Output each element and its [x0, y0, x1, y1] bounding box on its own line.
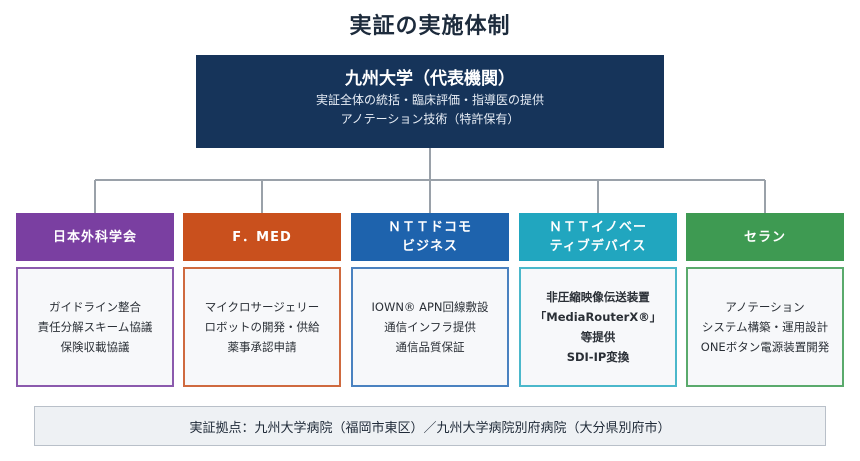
partner-name-line: セラン: [743, 229, 786, 245]
lead-organization-box: 九州大学（代表機関） 実証全体の統括・臨床評価・指導医の提供 アノテーション技術…: [196, 55, 664, 148]
partner-duty-line: 通信品質保証: [395, 340, 465, 354]
page-title: 実証の実施体制: [349, 14, 511, 39]
partner-duty-line: ガイドライン整合: [49, 300, 141, 314]
partner-duty-line: 薬事承認申請: [227, 340, 297, 354]
partner-duty-line: ロボットの開発・供給: [204, 320, 320, 334]
partner-name-header: ＮＴＴイノベーティブデバイス: [519, 213, 677, 261]
partner-duty-line: 責任分解スキーム協議: [37, 320, 153, 334]
demo-site-text: 実証拠点：九州大学病院（福岡市東区）／九州大学病院別府病院（大分県別府市）: [189, 420, 671, 436]
partner-name-header: ＮＴＴドコモビジネス: [351, 213, 509, 261]
partner-duty-line: システム構築・運用設計: [701, 320, 829, 334]
partner-name-line: ティブデバイス: [549, 239, 647, 254]
partner-name-line: F．MED: [232, 229, 292, 245]
partner-duty-line: 「MediaRouterX®」: [534, 310, 662, 324]
partner-column: 日本外科学会ガイドライン整合責任分解スキーム協議保険収載協議: [16, 213, 174, 387]
partner-name-line: ビジネス: [401, 239, 458, 254]
partner-duties-box: 非圧縮映像伝送装置「MediaRouterX®」等提供 SDI-IP変換: [519, 267, 677, 387]
partner-name-header: F．MED: [183, 213, 341, 261]
partner-duty-line: SDI-IP変換: [566, 350, 630, 364]
partner-name-header: 日本外科学会: [16, 213, 174, 261]
partner-duties-box: マイクロサージェリーロボットの開発・供給薬事承認申請: [183, 267, 341, 387]
partner-column: セランアノテーションシステム構築・運用設計 ONEボタン電源装置開発: [686, 213, 844, 387]
partner-name-header: セラン: [686, 213, 844, 261]
lead-organization-name: 九州大学（代表機関）: [345, 69, 515, 89]
demo-site-box: 実証拠点：九州大学病院（福岡市東区）／九州大学病院別府病院（大分県別府市）: [34, 406, 826, 446]
partner-duty-line: アノテーション: [725, 300, 805, 314]
partner-column: F．MED マイクロサージェリーロボットの開発・供給薬事承認申請: [183, 213, 341, 387]
lead-role-line: 実証全体の統括・臨床評価・指導医の提供: [315, 93, 544, 107]
partner-duty-line: マイクロサージェリー: [204, 300, 320, 314]
partner-name-line: 日本外科学会: [52, 229, 137, 245]
partner-duty-line: 非圧縮映像伝送装置: [546, 290, 650, 304]
partner-duty-line: IOWN® APN回線敷設: [371, 300, 489, 314]
partner-name-line: ＮＴＴドコモ: [387, 220, 472, 235]
partner-column: ＮＴＴイノベーティブデバイス非圧縮映像伝送装置「MediaRouterX®」等提…: [519, 213, 677, 387]
partner-duty-line: 通信インフラ提供: [384, 320, 476, 334]
partner-duty-line: 等提供: [580, 330, 616, 344]
partner-duties-box: IOWN® APN回線敷設通信インフラ提供通信品質保証: [351, 267, 509, 387]
partner-column: ＮＴＴドコモビジネス IOWN® APN回線敷設通信インフラ提供通信品質保証: [351, 213, 509, 387]
lead-role-line: アノテーション技術（特許保有）: [340, 112, 520, 126]
partner-duties-box: ガイドライン整合責任分解スキーム協議保険収載協議: [16, 267, 174, 387]
partner-name-line: ＮＴＴイノベー: [548, 220, 647, 235]
partner-duties-box: アノテーションシステム構築・運用設計 ONEボタン電源装置開発: [686, 267, 844, 387]
partner-duty-line: ONEボタン電源装置開発: [700, 340, 830, 354]
partner-duty-line: 保険収載協議: [60, 340, 130, 354]
